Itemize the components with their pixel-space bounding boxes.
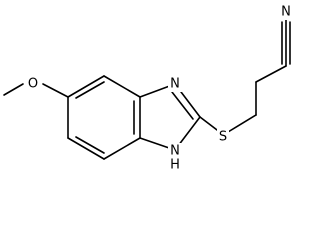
nitrile-n-label-bg: [279, 4, 293, 20]
methoxy-o-label: O: [28, 77, 38, 92]
ring-n-label-bg: [168, 76, 182, 92]
ch2-ch2-bond-2: [255, 65, 287, 83]
benzene-bond-1: [67, 75, 105, 98]
h-label-bg: [168, 157, 182, 173]
ring-n-label: N: [170, 77, 180, 92]
benzene-bond-2: [103, 75, 141, 98]
nh-n-label: N: [170, 144, 180, 159]
methoxy-o-label-bg: [26, 76, 40, 92]
sulfur-label: S: [219, 130, 227, 145]
benzene-bond-5-inner: [75, 136, 105, 154]
nitrile-n-label: N: [281, 5, 291, 20]
benzene-bond-1-inner: [75, 81, 105, 99]
sulfur-label-bg: [217, 129, 229, 145]
benzene-bond-4: [103, 137, 141, 160]
nh-label-bg: [168, 143, 182, 159]
chemical-structure-diagram: N O N S N H: [3, 4, 293, 173]
o-c5-bond: [42, 83, 69, 98]
nh-h-label: H: [170, 158, 180, 173]
s-ch2-bond: [227, 114, 257, 133]
methyl-o-bond: [3, 83, 24, 96]
benzene-bond-5: [67, 137, 105, 160]
n3-c2-double-bond-inner: [171, 91, 194, 120]
